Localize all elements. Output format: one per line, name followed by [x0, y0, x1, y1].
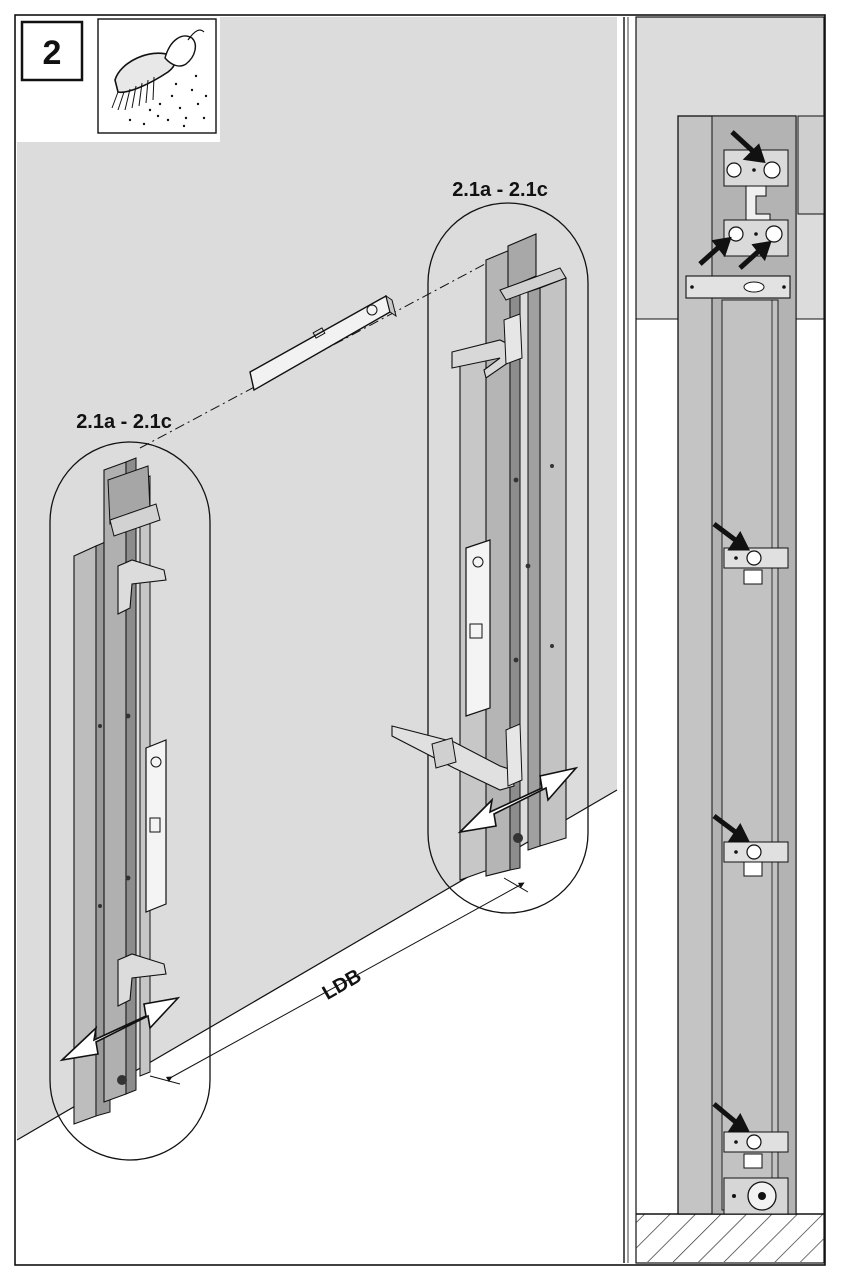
floor-hatch: [636, 1214, 824, 1262]
arrow-icon: [712, 814, 751, 843]
spirit-level: [249, 294, 397, 392]
right-post-assembly: 2.1a - 2.1c: [391, 179, 589, 914]
arrow-icon: [712, 522, 751, 551]
right-panel: [635, 16, 825, 1264]
callout-label-left: 2.1a - 2.1c: [76, 411, 172, 433]
callout-label-right: 2.1a - 2.1c: [452, 179, 548, 201]
left-panel: 2: [16, 17, 618, 1161]
brush-cleaning-icon: [97, 18, 217, 134]
arrow-icon: [712, 1102, 751, 1133]
adjust-arrow-icon: [457, 766, 579, 834]
left-post-assembly: 2.1a - 2.1c: [49, 411, 211, 1161]
step-number-box: 2: [20, 20, 84, 82]
arrow-icon: [698, 130, 772, 270]
callout-capsule-left: [49, 441, 211, 1161]
step-number: 2: [43, 34, 62, 72]
